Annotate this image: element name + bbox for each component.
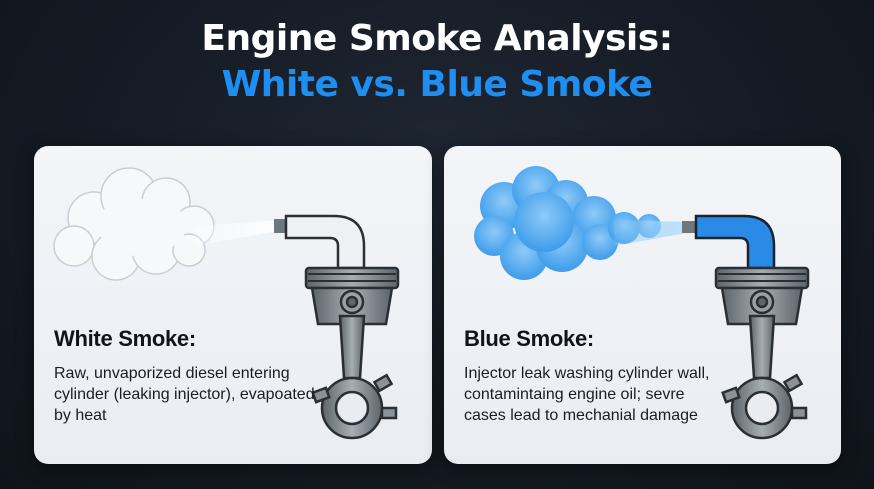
blue-injector-icon [682,214,776,270]
page-title: Engine Smoke Analysis: [201,18,673,59]
piston-icon [714,266,810,440]
blue-smoke-description: Injector leak washing cylinder wall, con… [464,365,710,424]
blue-smoke-panel: Blue Smoke: Injector leak washing cylind… [444,146,841,464]
white-spray [194,220,284,246]
white-smoke-panel: White Smoke: Raw, unvaporized diesel ent… [34,146,432,464]
blue-spray [614,220,692,246]
white-smoke-heading: White Smoke: [54,326,196,351]
white-smoke-description: Raw, unvaporized diesel entering cylinde… [54,365,315,424]
white-injector-icon [274,214,366,270]
blue-smoke-heading: Blue Smoke: [464,326,594,351]
page-subtitle: White vs. Blue Smoke [221,64,653,105]
white-smoke-cloud-icon [53,167,215,281]
piston-icon [304,266,400,440]
white-smoke-illustration [53,167,400,440]
blue-smoke-illustration [474,166,810,440]
